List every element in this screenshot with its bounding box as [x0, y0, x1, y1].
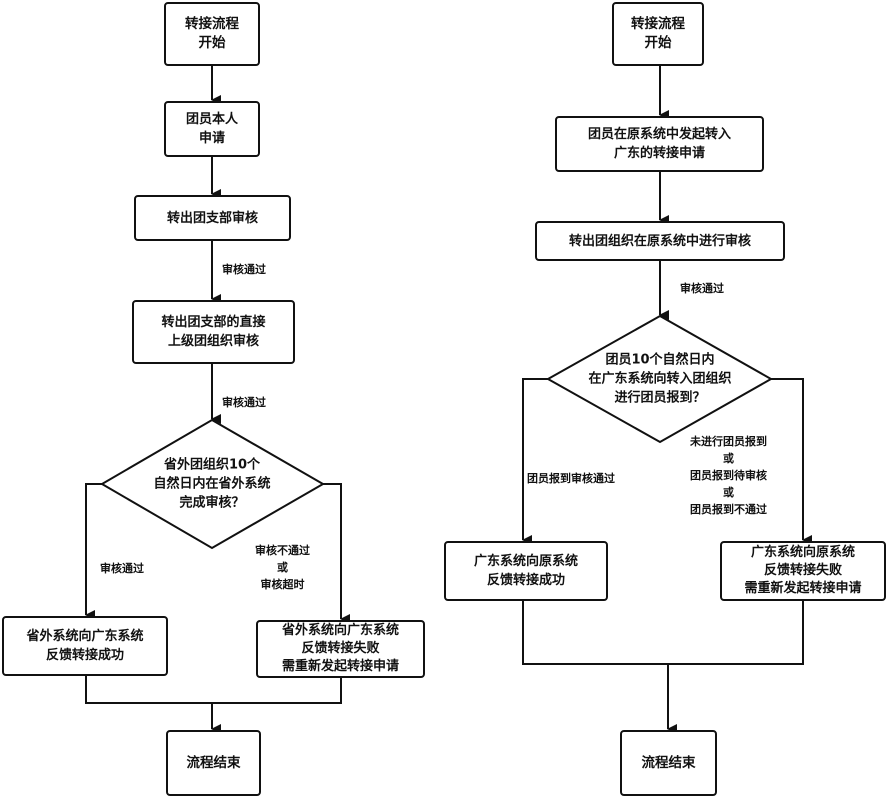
success-box-right: 广东系统向原系统 反馈转接成功	[444, 541, 608, 601]
parent-review-box-left: 转出团支部的直接 上级团组织审核	[132, 300, 295, 364]
decision-text-left: 省外团组织10个 自然日内在省外系统 完成审核？	[153, 457, 271, 511]
decision-yes-label-left: 审核通过	[100, 562, 144, 575]
success-box-left: 省外系统向广东系统 反馈转接成功	[2, 616, 168, 676]
branch-review-pass-label-left: 审核通过	[222, 263, 266, 276]
failure-box-right: 广东系统向原系统 反馈转接失败 需重新发起转接申请	[720, 541, 886, 601]
merge-line-left	[85, 675, 342, 704]
start-box-left: 转接流程 开始	[164, 2, 260, 66]
decision-no-label-right: 未进行团员报到 或 团员报到待审核 或 团员报到不通过	[690, 435, 767, 516]
apply-box-right: 团员在原系统中发起转入 广东的转接申请	[555, 116, 764, 172]
parent-review-pass-label-left: 审核通过	[222, 396, 266, 409]
review-pass-label-right: 审核通过	[680, 282, 724, 295]
start-box-right: 转接流程 开始	[612, 2, 704, 66]
merge-line-right	[522, 600, 804, 665]
failure-box-left: 省外系统向广东系统 反馈转接失败 需重新发起转接申请	[256, 620, 425, 678]
decision-yes-label-right: 团员报到审核通过	[527, 472, 615, 485]
arrow-decision-yes-right	[522, 378, 548, 545]
branch-review-box-left: 转出团支部审核	[134, 195, 291, 241]
decision-no-label-left: 审核不通过 或 审核超时	[255, 544, 310, 591]
arrow-decision-no-right	[771, 378, 812, 545]
review-box-right: 转出团组织在原系统中进行审核	[535, 221, 785, 261]
end-box-right: 流程结束	[620, 730, 717, 796]
decision-diamond-right	[545, 314, 774, 444]
decision-diamond-left	[100, 418, 326, 550]
arrow-decision-no-left	[323, 483, 350, 624]
apply-box-left: 团员本人 申请	[164, 101, 260, 157]
end-box-left: 流程结束	[166, 730, 261, 796]
decision-text-right: 团员10个自然日内 在广东系统向转入团组织 进行团员报到？	[588, 352, 732, 406]
arrow-decision-yes-left	[85, 483, 102, 620]
